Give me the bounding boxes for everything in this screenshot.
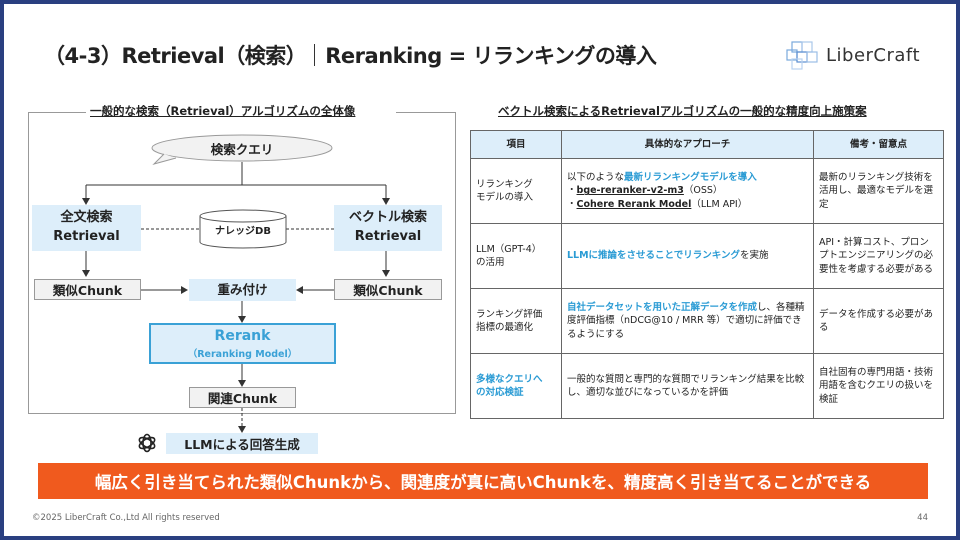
title-separator (314, 44, 316, 66)
libercraft-cubes-icon (786, 41, 818, 70)
knowledge-db-node: ナレッジDB (215, 226, 271, 237)
approach-text: を実施 (740, 250, 769, 262)
table-header-row: 項目 具体的なアプローチ 備考・留意点 (470, 130, 944, 159)
llm-answer-node: LLMによる回答生成 (166, 433, 318, 454)
diagram-connectors (82, 134, 390, 433)
row-approach: 一般的な質問と専門的な質問でリランキング結果を比較し、適切な並びになっているかを… (561, 353, 814, 419)
row-item: リランキング モデルの導入 (470, 158, 562, 224)
title-right: Reranking = リランキングの導入 (325, 44, 657, 68)
approach-highlight: 自社データセットを用いた正解データを作成 (567, 302, 758, 314)
row-note: 自社固有の専門用語・技術用語を含むクエリの扱いを検証 (813, 353, 944, 419)
row-note: データを作成する必要がある (813, 288, 944, 354)
approach-text: 以下のような (567, 172, 625, 184)
weighting-node: 重み付け (189, 279, 296, 301)
table-header-approach: 具体的なアプローチ (561, 130, 814, 159)
bullet: ・ (567, 198, 577, 210)
rerank-label: Rerank (214, 327, 271, 344)
row-item: ランキング評価 指標の最適化 (470, 288, 562, 354)
measures-table: 項目 具体的なアプローチ 備考・留意点 リランキング モデルの導入 以下のような… (470, 130, 944, 419)
approach-highlight: LLMに推論をさせることでリランキング (567, 250, 740, 262)
vector-retrieval-line1: ベクトル検索 (348, 210, 427, 226)
fulltext-retrieval-node: 全文検索 Retrieval (32, 205, 141, 251)
similar-chunk-right-node: 類似Chunk (334, 279, 442, 300)
vector-retrieval-node: ベクトル検索 Retrieval (334, 205, 442, 251)
model-name-cohere: Cohere Rerank Model (576, 198, 692, 210)
model-name-bge: bge-reranker-v2-m3 (576, 185, 684, 197)
table-row: リランキング モデルの導入 以下のような最新リランキングモデルを導入 ・bge-… (470, 158, 944, 224)
table-row: ランキング評価 指標の最適化 自社データセットを用いた正解データを作成し、各種精… (470, 288, 944, 354)
bullet: ・ (567, 185, 577, 197)
vector-retrieval-line2: Retrieval (354, 229, 422, 244)
page-number: 44 (917, 513, 928, 523)
copyright-footer: ©2025 LiberCraft Co.,Ltd All rights rese… (32, 513, 220, 523)
table-header-notes: 備考・留意点 (813, 130, 944, 159)
model-type: （OSS） (683, 185, 723, 197)
table-title: ベクトル検索によるRetrievalアルゴリズムの一般的な精度向上施策案 (498, 104, 867, 118)
model-type: （LLM API） (691, 198, 748, 210)
table-header-item: 項目 (470, 130, 562, 159)
row-item: LLM（GPT-4） の活用 (470, 223, 562, 289)
logo-text: LiberCraft (826, 44, 921, 66)
rerank-sublabel: （Reranking Model） (187, 348, 298, 360)
database-icon (199, 209, 287, 249)
table-row: LLM（GPT-4） の活用 LLMに推論をさせることでリランキングを実施 AP… (470, 223, 944, 289)
fulltext-retrieval-line2: Retrieval (53, 229, 120, 244)
diagram-title-background (86, 102, 396, 122)
table-row: 多様なクエリへ の対応検証 一般的な質問と専門的な質問でリランキング結果を比較し… (470, 353, 944, 419)
rerank-node: Rerank （Reranking Model） (149, 323, 336, 364)
row-approach: 自社データセットを用いた正解データを作成し、各種精度評価指標（nDCG@10 /… (561, 288, 814, 354)
fulltext-retrieval-line1: 全文検索 (60, 210, 113, 226)
similar-chunk-left-node: 類似Chunk (34, 279, 141, 300)
openai-icon (138, 433, 156, 453)
row-approach: 以下のような最新リランキングモデルを導入 ・bge-reranker-v2-m3… (561, 158, 814, 224)
query-bubble-shape (151, 134, 333, 165)
approach-text: し、各種精度評価指標（nDCG@10 / MRR 等）で適切に評価できるようにす… (567, 302, 805, 340)
diagram-title: 一般的な検索（Retrieval）アルゴリズムの全体像 (90, 104, 356, 118)
row-approach: LLMに推論をさせることでリランキングを実施 (561, 223, 814, 289)
logo: LiberCraft (784, 40, 920, 70)
approach-highlight: 最新リランキングモデルを導入 (624, 172, 757, 184)
page-title: （4-3）Retrieval（検索） Reranking = リランキングの導入 (44, 40, 657, 70)
search-query-node: 検索クエリ (210, 141, 274, 157)
row-note: 最新のリランキング技術を活用し、最適なモデルを選定 (813, 158, 944, 224)
summary-banner: 幅広く引き当てられた類似Chunkから、関連度が真に高いChunkを、精度高く引… (38, 463, 928, 499)
related-chunk-node: 関連Chunk (189, 387, 296, 408)
row-note: API・計算コスト、プロンプトエンジニアリングの必要性を考慮する必要がある (813, 223, 944, 289)
title-left: （4-3）Retrieval（検索） (44, 44, 307, 68)
row-item: 多様なクエリへ の対応検証 (470, 353, 562, 419)
